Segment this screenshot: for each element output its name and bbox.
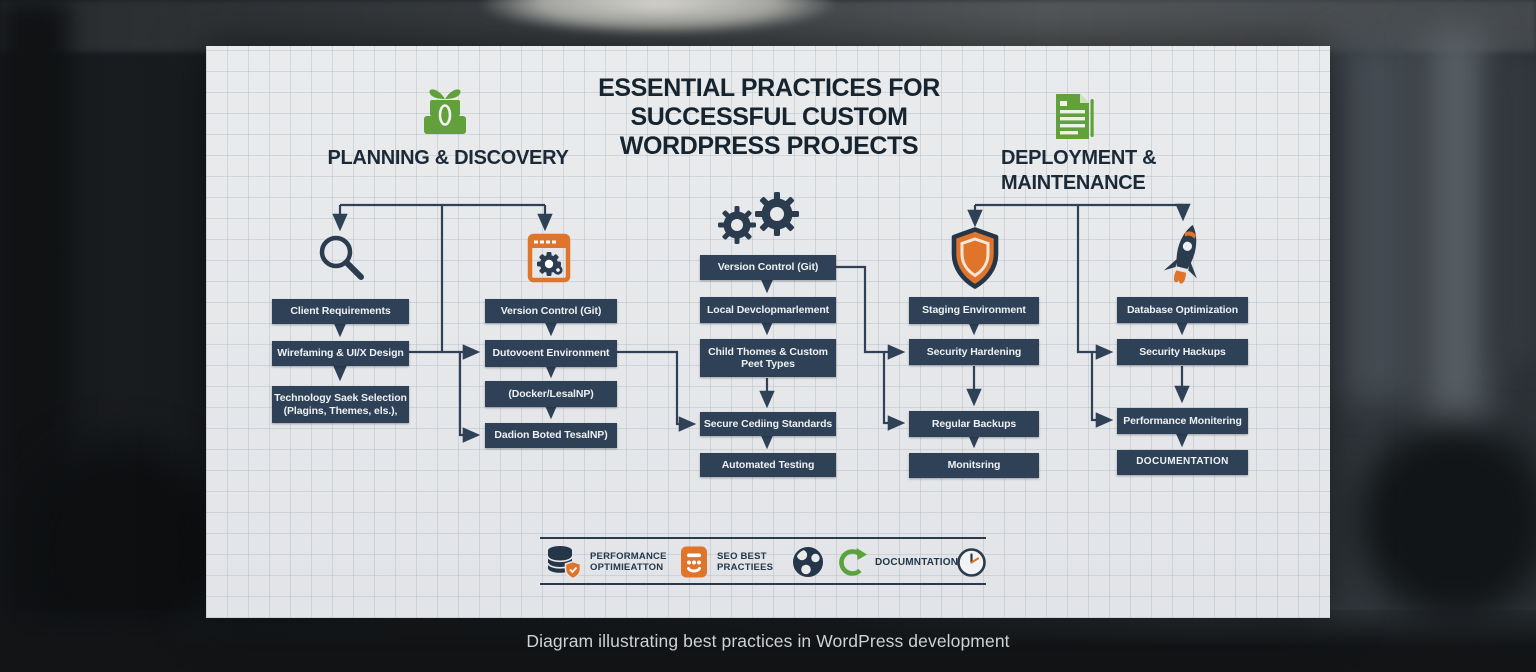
clock-icon	[957, 548, 986, 577]
box-version-control-git-center: Version Control (Git)	[700, 255, 836, 280]
section-header-deployment: DEPLOYMENT & MAINTENANCE	[1001, 147, 1157, 194]
legend-item-performance: PERFORMANCE OPTIMIEATTON	[546, 545, 667, 580]
legend-label-performance: PERFORMANCE OPTIMIEATTON	[590, 551, 667, 573]
legend-rule-top	[540, 537, 986, 539]
box-client-requirements: Client Requirements	[272, 299, 409, 324]
refresh-icon	[839, 547, 867, 576]
background-window-strip	[1428, 30, 1484, 460]
box-local-development: Local Devclopmarlement	[700, 297, 836, 323]
box-database-optimization: Database Optimization	[1117, 297, 1248, 323]
box-performance-monitoring: Performance Monitering	[1117, 408, 1248, 434]
globe-icon	[792, 546, 824, 578]
box-technology-stack-selection: Technology Saek Selection (Plagins, Them…	[272, 386, 409, 423]
box-development-environment: Dutovoent Environment	[485, 340, 617, 367]
seo-server-icon	[681, 546, 707, 578]
browser-gear-icon	[527, 233, 571, 283]
box-security-backups: Security Hackups	[1117, 339, 1248, 365]
box-regular-backups: Regular Backups	[909, 411, 1039, 437]
box-monitoring: Monitsring	[909, 453, 1039, 478]
box-wireframing-uix-design: Wirefaming & UI/X Design	[272, 341, 409, 366]
connector-lines	[332, 203, 1191, 450]
gift-box-icon	[424, 89, 466, 134]
shield-icon	[951, 227, 999, 289]
infographic-panel: ESSENTIAL PRACTICES FOR SUCCESSFUL CUSTO…	[206, 46, 1330, 618]
image-caption: Diagram illustrating best practices in W…	[526, 631, 1010, 651]
legend-label-documentation: DOCUMNTATION	[875, 556, 959, 568]
background-floor	[0, 610, 1536, 672]
rocket-icon	[1163, 224, 1197, 284]
box-security-hardening: Security Hardening	[909, 339, 1039, 365]
legend-rule-bottom	[540, 583, 986, 585]
section-header-planning: PLANNING & DISCOVERY	[327, 147, 569, 169]
database-shield-icon	[547, 546, 582, 580]
magnifier-icon	[319, 235, 364, 280]
box-version-control-git: Version Control (Git)	[485, 299, 617, 323]
background-window-strip	[1336, 40, 1410, 400]
box-automated-testing: Automated Testing	[700, 453, 836, 477]
box-documentation: DOCUMENTATION	[1117, 450, 1248, 475]
document-icon	[1056, 94, 1094, 139]
box-docker-localwp: (Docker/LesalNP)	[485, 381, 617, 407]
legend-label-seo: SEO BEST PRACTIEES	[717, 551, 774, 573]
legend-item-documentation: DOCUMNTATION	[836, 546, 958, 578]
background-chair-silhouette	[1360, 420, 1536, 620]
box-secure-coding-standards: Secure Cediing Standards	[700, 412, 836, 436]
box-design-based-localwp: Dadion Boted TesalNP)	[485, 423, 617, 448]
legend-item-seo: SEO BEST PRACTIEES	[679, 545, 773, 579]
diagram-title: ESSENTIAL PRACTICES FOR SUCCESSFUL CUSTO…	[598, 74, 940, 160]
box-staging-environment: Staging Environment	[909, 297, 1039, 324]
gears-icon	[718, 192, 799, 244]
box-child-themes-custom-post-types: Child Thomes & Custom Peet Types	[700, 339, 836, 377]
background-window-strip	[1498, 60, 1536, 360]
